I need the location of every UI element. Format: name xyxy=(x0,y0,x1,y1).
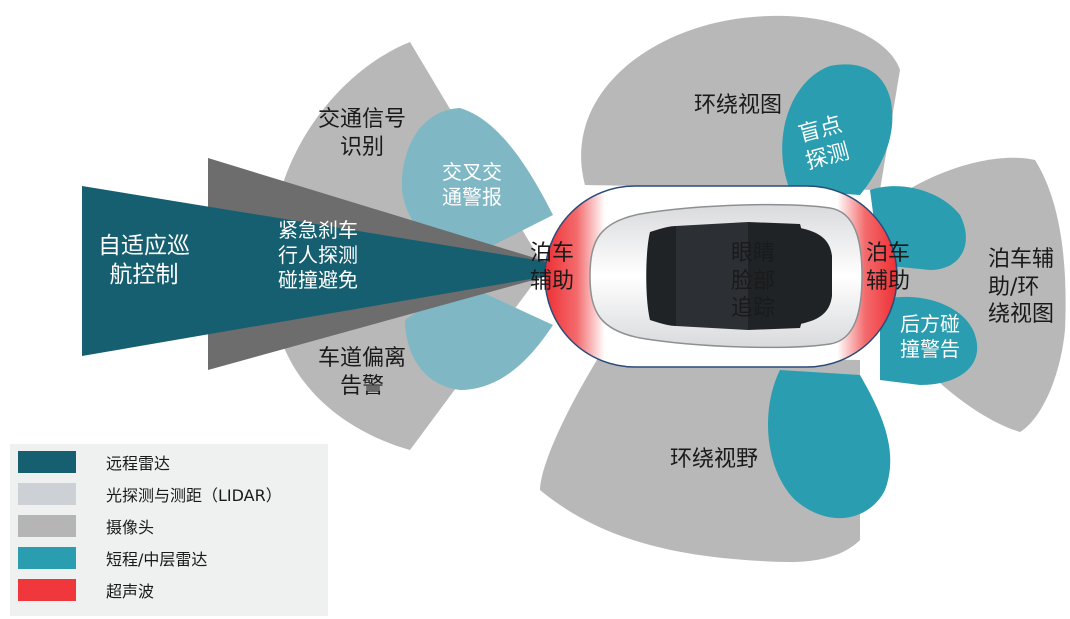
cross-traffic-label: 交叉交 通警报 xyxy=(442,160,502,209)
blind-spot-radar xyxy=(782,64,893,196)
acc-label: 自适应巡 航控制 xyxy=(98,233,190,288)
legend-item-long-range-radar: 远程雷达 xyxy=(10,448,328,476)
aeb-label: 紧急刹车 行人探测 碰撞避免 xyxy=(278,218,358,292)
legend-label: 远程雷达 xyxy=(106,454,171,473)
cross-traffic-radar-top xyxy=(401,108,553,262)
legend-swatch xyxy=(18,547,76,569)
rear-collision-radar xyxy=(880,296,978,385)
legend-item-lidar: 光探测与测距（LIDAR） xyxy=(10,480,328,508)
legend-label: 摄像头 xyxy=(106,518,155,537)
park-front-label: 泊车 辅助 xyxy=(530,241,575,294)
park-rear-label: 泊车 辅助 xyxy=(866,241,911,294)
legend-swatch xyxy=(18,515,76,537)
legend-swatch xyxy=(18,579,76,601)
car-top-view xyxy=(589,203,863,349)
lane-departure-label: 车道偏离 告警 xyxy=(318,346,407,399)
surround-view-top-label: 环绕视图 xyxy=(694,93,783,118)
driver-monitor-label: 眼睛 脸部 追踪 xyxy=(731,241,776,321)
legend-swatch xyxy=(18,451,76,473)
surround-view-bottom-label: 环绕视野 xyxy=(670,447,759,472)
legend-label: 短程/中层雷达 xyxy=(106,550,208,569)
rear-bottom-radar xyxy=(768,370,891,519)
legend-swatch xyxy=(18,483,76,505)
traffic-sign-label: 交通信号 识别 xyxy=(318,107,407,160)
acc-long-range-radar-cone xyxy=(82,186,548,356)
cross-traffic-radar-bottom xyxy=(405,282,553,390)
legend-label: 光探测与测距（LIDAR） xyxy=(106,486,282,505)
legend-item-short-mid-radar: 短程/中层雷达 xyxy=(10,544,328,572)
legend: 远程雷达 光探测与测距（LIDAR） 摄像头 短程/中层雷达 超声波 xyxy=(10,444,328,616)
rear-collision-label: 后方碰 撞警告 xyxy=(900,312,960,361)
rear-right-radar-top xyxy=(870,186,966,270)
park-surround-right-label: 泊车辅 助/环 绕视图 xyxy=(988,247,1055,327)
legend-item-ultrasonic: 超声波 xyxy=(10,576,328,604)
legend-item-camera: 摄像头 xyxy=(10,512,328,540)
legend-label: 超声波 xyxy=(106,582,155,601)
